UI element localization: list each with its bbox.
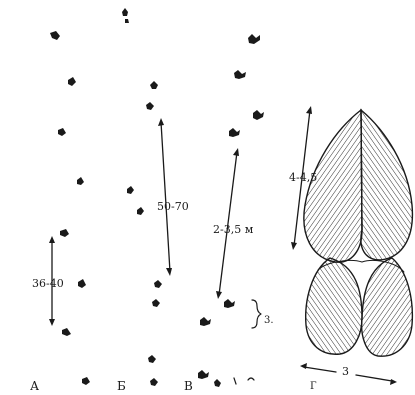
print-width-label: 3 [342, 366, 349, 377]
footprint-mark [150, 81, 158, 89]
footprint-mark [234, 378, 254, 384]
footprint-mark [68, 77, 76, 86]
hare-paw-detail [304, 110, 413, 356]
track-a-spacing-label: 36-40 [32, 278, 64, 289]
footprint-mark [154, 280, 162, 288]
footprint-mark [229, 128, 240, 137]
footprint-mark [58, 128, 66, 136]
footprint-mark [50, 31, 60, 40]
track-b-letter: Б [117, 381, 126, 392]
track-b-spacing-label: 50-70 [157, 201, 189, 212]
footprint-mark [77, 177, 84, 185]
footprint-mark [127, 186, 134, 194]
footprint-mark [198, 370, 209, 379]
footprint-mark [122, 8, 129, 23]
footprint-mark [82, 377, 90, 385]
footprint-mark [146, 102, 154, 110]
print-length-label: 4-4,5 [289, 172, 317, 183]
footprint-mark [62, 328, 71, 336]
footprint-mark [148, 355, 156, 363]
track-d-prints [234, 378, 254, 384]
footprint-mark [214, 379, 221, 387]
footprint-mark [234, 70, 246, 79]
track-c-prints [198, 34, 264, 387]
footprint-mark [152, 299, 160, 307]
track-a-letter: А [30, 381, 39, 392]
track-c-spacing-label: 2-3,5 м [213, 224, 253, 235]
footprint-mark [224, 299, 235, 308]
footprint-mark [60, 229, 69, 237]
footprint-mark [253, 110, 264, 120]
track-b-prints [122, 8, 162, 386]
footprint-mark [200, 317, 211, 326]
track-a-prints [50, 31, 90, 385]
footprint-mark [78, 279, 86, 288]
footprint-mark [150, 378, 158, 386]
footprint-mark [137, 207, 144, 215]
track-c-letter: В [184, 381, 193, 392]
footprint-mark [248, 34, 260, 44]
bracket-label: 3. [264, 315, 274, 326]
track-d-letter: Г [310, 381, 317, 392]
